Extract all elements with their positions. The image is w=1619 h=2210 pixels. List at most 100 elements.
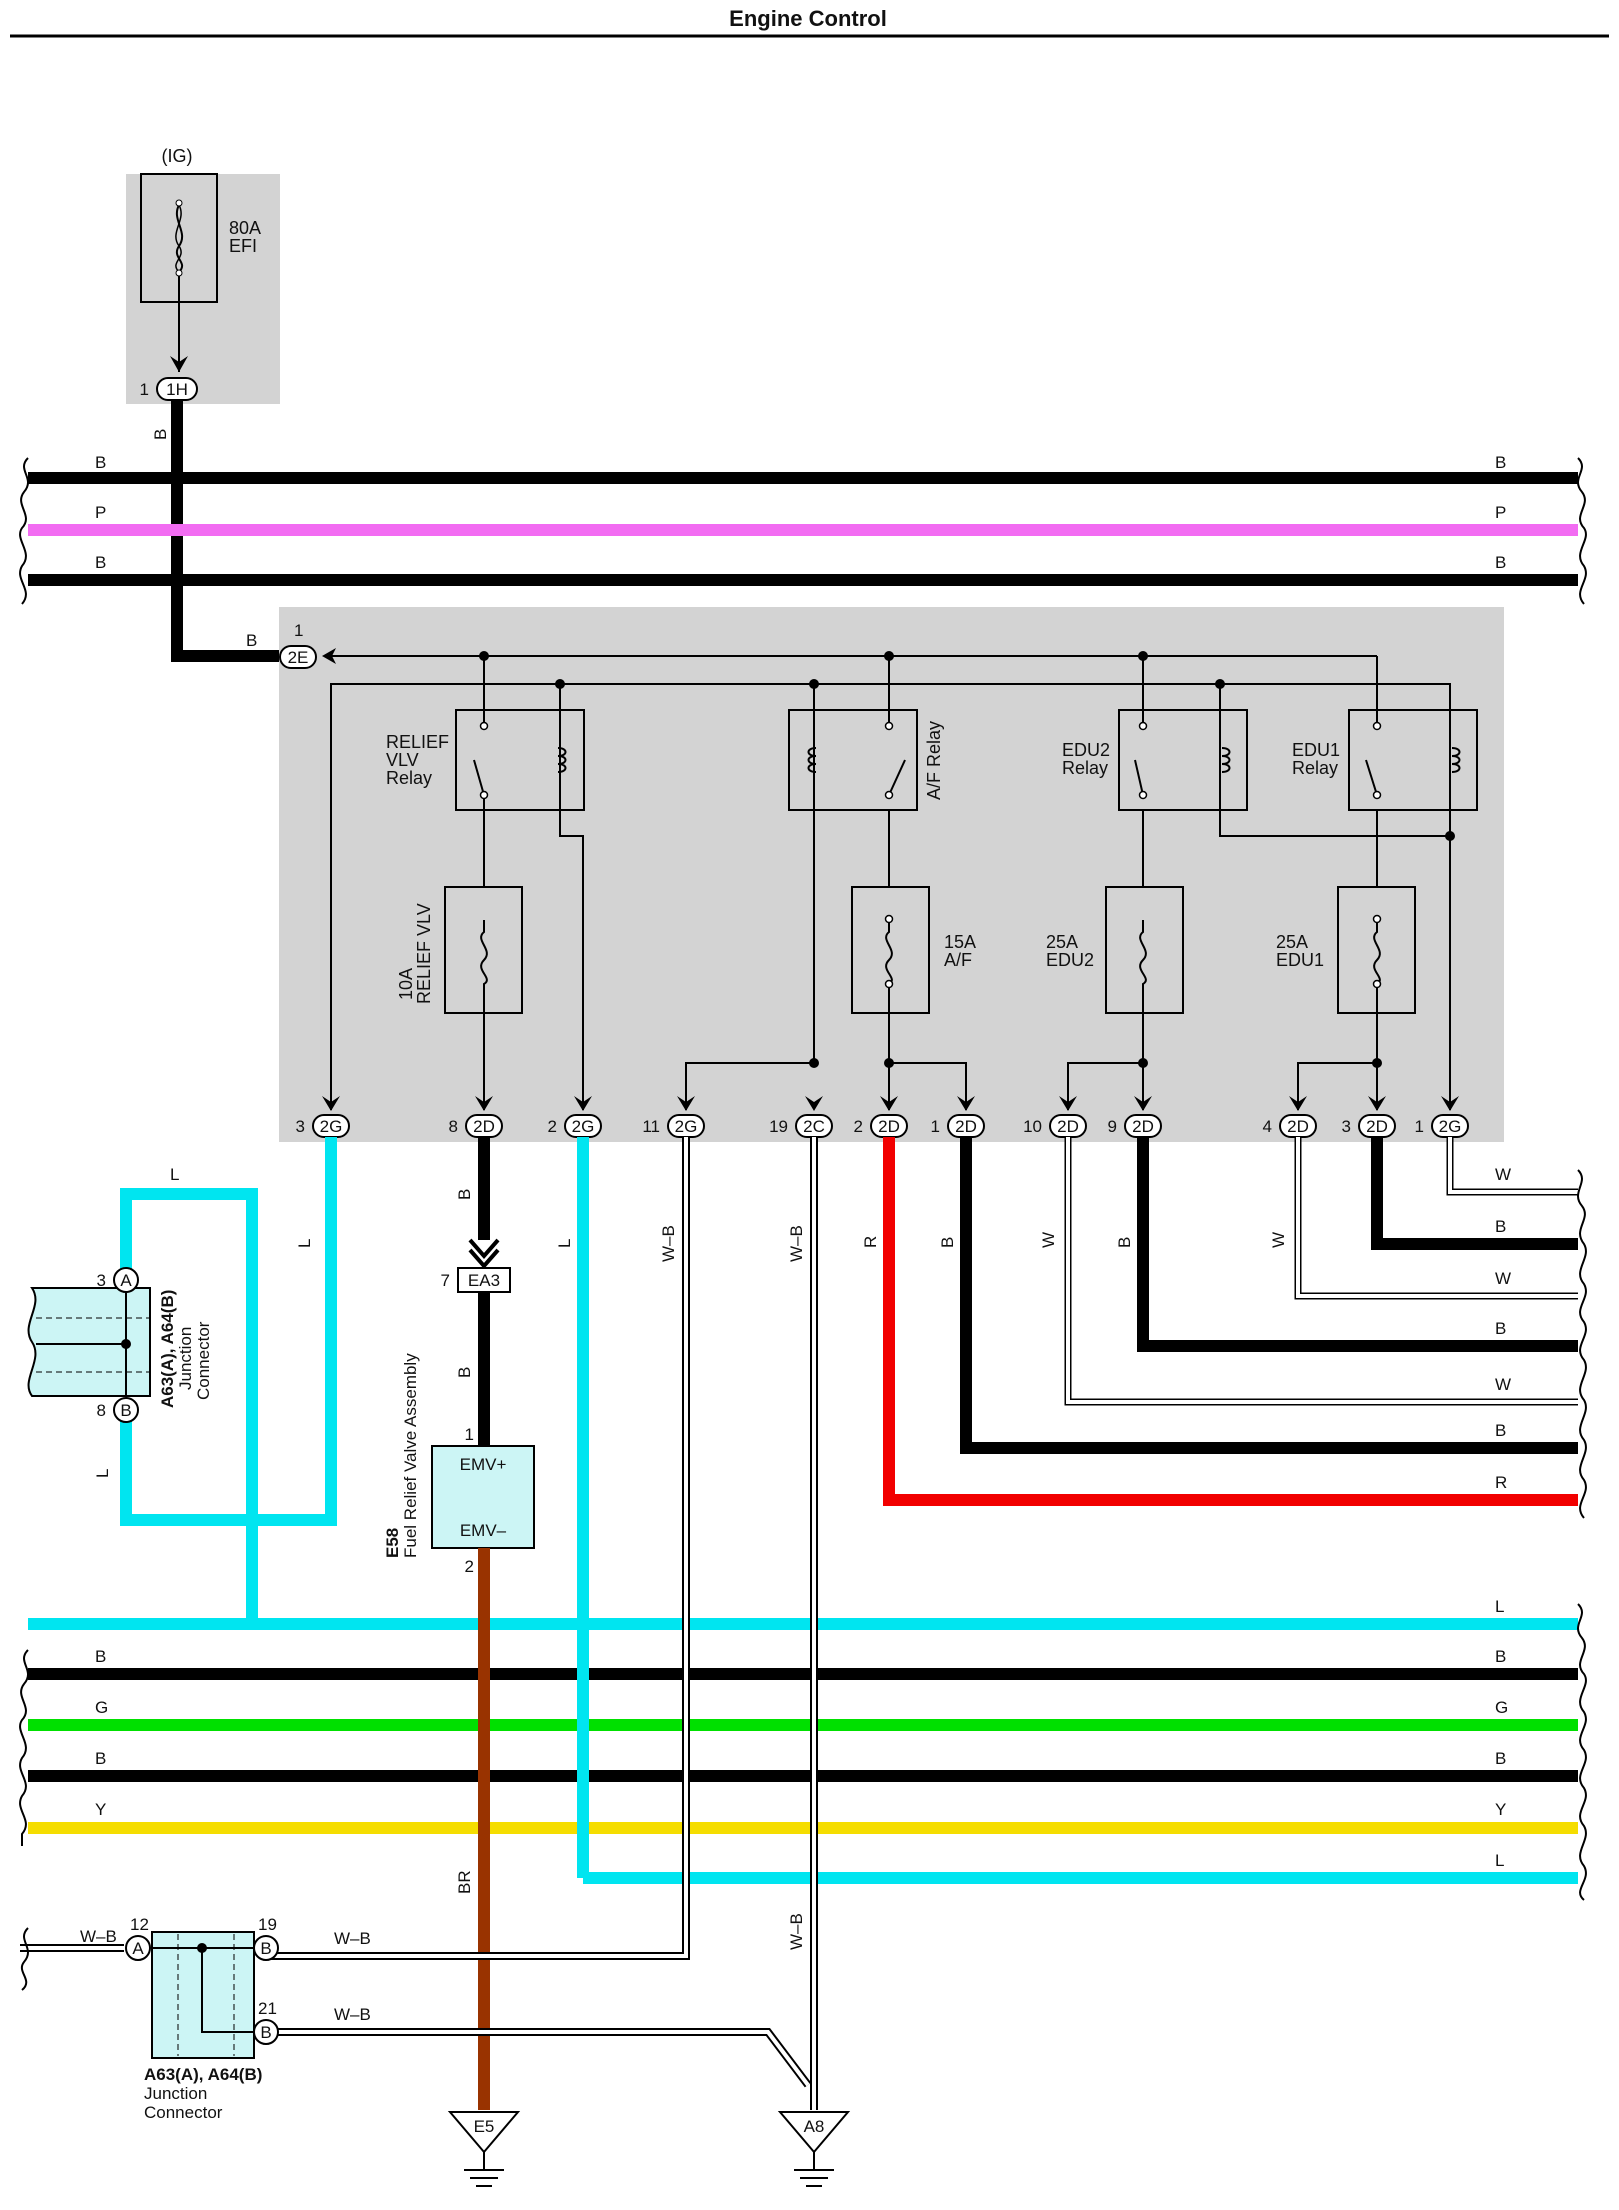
arrow-icon xyxy=(170,356,188,372)
connector-2d-10: 2D 10 xyxy=(1023,1114,1087,1138)
svg-text:L: L xyxy=(170,1165,179,1184)
svg-text:EMV+: EMV+ xyxy=(460,1455,507,1474)
svg-text:A8: A8 xyxy=(804,2117,825,2136)
svg-text:19: 19 xyxy=(258,1915,277,1934)
connector-2g-2: 2G2 xyxy=(548,1114,602,1138)
svg-text:L: L xyxy=(555,1239,574,1248)
af-relay-label: A/F Relay xyxy=(924,721,944,800)
svg-text:W–B: W–B xyxy=(80,1927,117,1946)
svg-text:W: W xyxy=(1269,1232,1288,1248)
ground-e5: E5 xyxy=(447,2111,521,2187)
svg-text:2: 2 xyxy=(854,1117,863,1136)
right-wire-label-2: B xyxy=(1495,1217,1506,1236)
svg-text:2D: 2D xyxy=(473,1117,495,1136)
junction-upper-desc-2: Connector xyxy=(194,1321,213,1400)
efi-fuse-block xyxy=(126,174,280,404)
right-wire-label-1: W xyxy=(1495,1165,1511,1184)
svg-text:10: 10 xyxy=(1023,1117,1042,1136)
connector-ea3 xyxy=(457,1267,511,1293)
svg-text:W–B: W–B xyxy=(334,1929,371,1948)
svg-text:19: 19 xyxy=(769,1117,788,1136)
svg-text:2G: 2G xyxy=(572,1117,595,1136)
top-bus xyxy=(19,457,1587,605)
svg-text:W–B: W–B xyxy=(787,1913,806,1950)
svg-text:2G: 2G xyxy=(1439,1117,1462,1136)
svg-text:B: B xyxy=(151,429,170,440)
junction-upper-name: A63(A), A64(B) xyxy=(158,1290,177,1408)
e58-code: E58 xyxy=(383,1528,402,1558)
edu1-relay-label-1: EDU1 xyxy=(1292,740,1340,760)
relief-relay-label-3: Relay xyxy=(386,768,432,788)
svg-text:B: B xyxy=(455,1189,474,1200)
fuse-relief-rating: 10A xyxy=(396,968,416,1000)
svg-text:B: B xyxy=(260,2023,271,2042)
svg-text:2E: 2E xyxy=(288,648,309,667)
bus-bottom-label-left-3: B xyxy=(95,1749,106,1768)
svg-text:2D: 2D xyxy=(1132,1117,1154,1136)
svg-text:2D: 2D xyxy=(1366,1117,1388,1136)
svg-text:8: 8 xyxy=(97,1401,106,1420)
svg-text:3: 3 xyxy=(296,1117,305,1136)
fuse-relief-name: RELIEF VLV xyxy=(414,903,434,1004)
bus-bottom-label-right-1: B xyxy=(1495,1647,1506,1666)
junction-lower-desc-1: Junction xyxy=(144,2084,207,2103)
bus-top-label-right-3: B xyxy=(1495,553,1506,572)
svg-text:B: B xyxy=(1115,1237,1134,1248)
svg-text:21: 21 xyxy=(258,1999,277,2018)
svg-text:EA3: EA3 xyxy=(468,1271,500,1290)
bus-top-label-right-2: P xyxy=(1495,503,1506,522)
right-wire-label-5: W xyxy=(1495,1375,1511,1394)
bottom-bus xyxy=(19,1603,1587,1901)
connector-2g-11: 2G 11 xyxy=(642,1114,705,1138)
wire-b-edu1 xyxy=(1371,1137,1578,1250)
fuse-af-rating: 15A xyxy=(944,932,976,952)
efi-fuse-name: EFI xyxy=(229,236,257,256)
bus-top-label-left-1: B xyxy=(95,453,106,472)
arrow-icon xyxy=(322,648,336,664)
svg-text:A: A xyxy=(132,1939,144,1958)
connector-2d-8: 2D8 xyxy=(449,1114,503,1138)
svg-text:W: W xyxy=(1039,1232,1058,1248)
fuse-edu1-rating: 25A xyxy=(1276,932,1308,952)
svg-text:R: R xyxy=(861,1236,880,1248)
right-wire-label-7: R xyxy=(1495,1473,1507,1492)
relief-relay-label-1: RELIEF xyxy=(386,732,449,752)
svg-text:A: A xyxy=(120,1271,132,1290)
svg-text:2D: 2D xyxy=(1287,1117,1309,1136)
connector-2d-1: 2D1 xyxy=(931,1114,985,1138)
bus-bottom-label-left-4: Y xyxy=(95,1800,106,1819)
bus-bottom-label-right-2: G xyxy=(1495,1698,1508,1717)
junction-lower-desc-2: Connector xyxy=(144,2103,223,2122)
svg-text:1: 1 xyxy=(1415,1117,1424,1136)
junction-lower-name: A63(A), A64(B) xyxy=(144,2065,262,2084)
connector-2g-1: 2G 1 xyxy=(1415,1114,1469,1138)
svg-text:11: 11 xyxy=(642,1117,660,1136)
feed-wire xyxy=(171,400,279,662)
svg-text:2D: 2D xyxy=(878,1117,900,1136)
edu1-relay-label-2: Relay xyxy=(1292,758,1338,778)
svg-text:B: B xyxy=(260,1939,271,1958)
junction-connector-upper: A B 3 8 xyxy=(27,1267,151,1423)
connector-2d-2: 2D 2 xyxy=(854,1114,908,1138)
svg-text:B: B xyxy=(455,1367,474,1378)
svg-text:E5: E5 xyxy=(474,2117,495,2136)
edu2-relay-label-2: Relay xyxy=(1062,758,1108,778)
svg-text:2G: 2G xyxy=(675,1117,698,1136)
fuse-edu2-name: EDU2 xyxy=(1046,950,1094,970)
connector-2d-9: 2D9 xyxy=(1108,1114,1162,1138)
svg-text:4: 4 xyxy=(1263,1117,1272,1136)
relays xyxy=(455,709,1478,811)
svg-text:1: 1 xyxy=(140,380,149,399)
svg-text:2G: 2G xyxy=(320,1117,343,1136)
svg-text:B: B xyxy=(246,631,257,650)
connector-arrows xyxy=(322,1096,1459,1111)
svg-text:2D: 2D xyxy=(1057,1117,1079,1136)
svg-text:B: B xyxy=(938,1237,957,1248)
fuse-edu2-rating: 25A xyxy=(1046,932,1078,952)
svg-text:12: 12 xyxy=(130,1915,149,1934)
edu2-relay-label-1: EDU2 xyxy=(1062,740,1110,760)
svg-text:1: 1 xyxy=(294,621,303,640)
right-wire-label-4: B xyxy=(1495,1319,1506,1338)
